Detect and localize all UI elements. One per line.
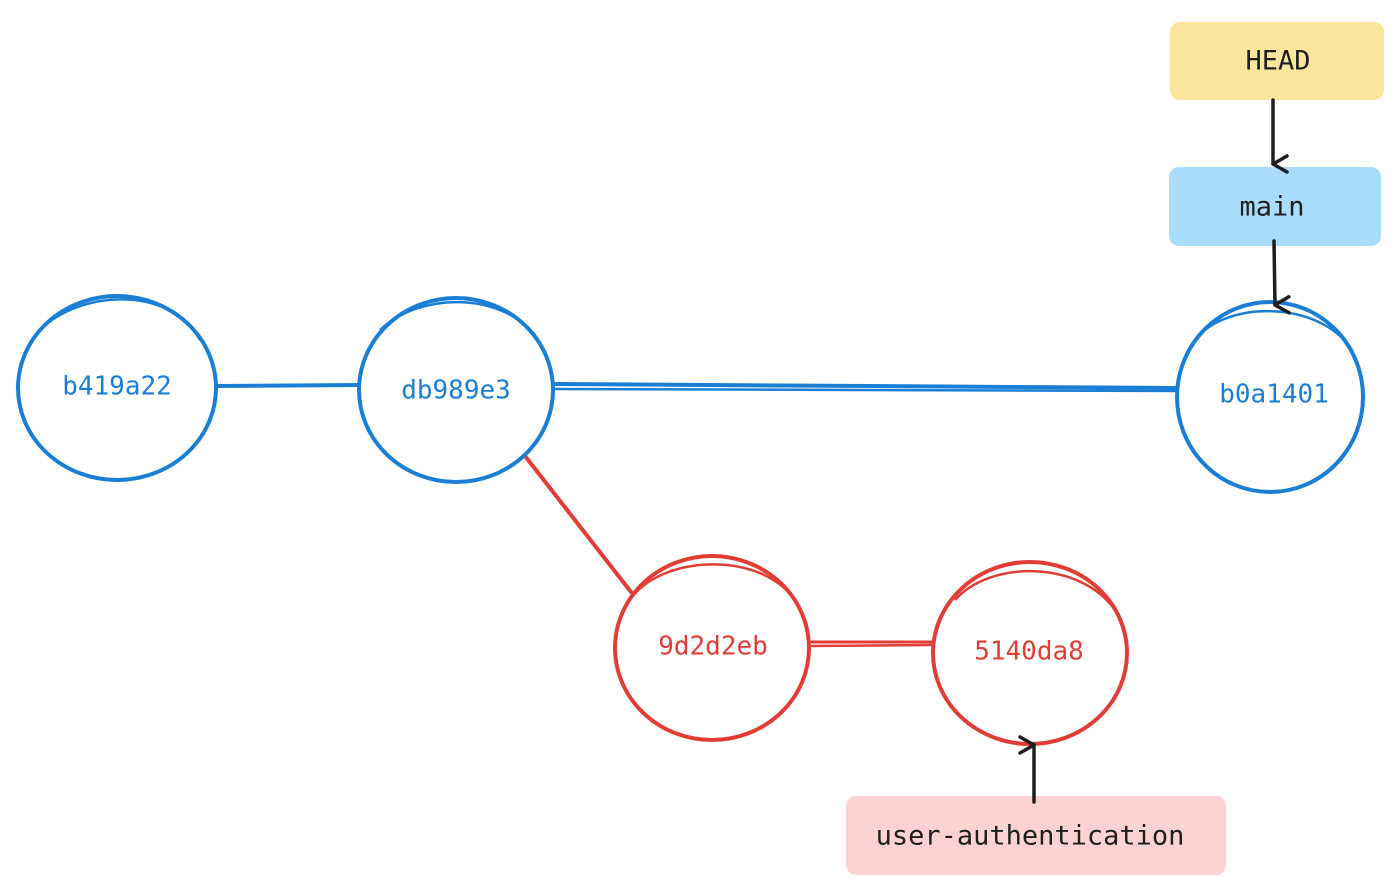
commit-circle-sketch xyxy=(954,569,1117,611)
commit-node-db989e3[interactable]: db989e3 xyxy=(357,296,555,484)
commit-circle-sketch xyxy=(1194,309,1354,351)
commit-node-5140da8[interactable]: 5140da8 xyxy=(931,560,1129,746)
pointer-arrows xyxy=(1018,98,1291,804)
commit-node-b0a1401[interactable]: b0a1401 xyxy=(1175,300,1365,494)
head-ref-background xyxy=(1170,22,1384,100)
commit-node-b419a22[interactable]: b419a22 xyxy=(16,294,218,482)
feature-branch-label: user-authentication xyxy=(876,821,1185,852)
edge-db989e3-b0a1401 xyxy=(551,382,1178,390)
commit-label: b419a22 xyxy=(62,372,172,402)
head-ref-label: HEAD xyxy=(1245,46,1310,77)
main-to-b0a1401-arrow xyxy=(1272,239,1291,315)
commit-node-9d2d2eb[interactable]: 9d2d2eb xyxy=(613,554,811,742)
edge-db989e3-9d2d2eb xyxy=(523,454,633,594)
feature-branch-tag[interactable]: user-authentication xyxy=(846,796,1226,875)
commit-label: b0a1401 xyxy=(1219,380,1329,410)
commit-circle-sketch xyxy=(379,300,536,336)
commit-circle xyxy=(16,294,218,482)
commit-circle xyxy=(1175,300,1365,494)
main-branch-label: main xyxy=(1239,192,1304,223)
edge-b419a22-db989e3 xyxy=(216,383,363,388)
feature-branch-background xyxy=(846,796,1226,875)
commit-label: db989e3 xyxy=(401,376,511,406)
edge-9d2d2eb-5140da8-sketch xyxy=(810,643,935,648)
commit-circle xyxy=(357,296,555,484)
commit-label: 5140da8 xyxy=(974,637,1084,667)
commit-circle-sketch xyxy=(39,298,202,341)
commit-circle-sketch xyxy=(628,563,797,601)
main-branch-tag[interactable]: main xyxy=(1169,167,1381,246)
commit-circle xyxy=(613,554,811,742)
head-ref-tag[interactable]: HEAD xyxy=(1170,22,1384,100)
edge-db989e3-b0a1401-sketch xyxy=(551,387,1178,393)
main-branch-background xyxy=(1169,167,1381,246)
commit-label: 9d2d2eb xyxy=(658,632,768,662)
connectors xyxy=(216,382,1178,648)
